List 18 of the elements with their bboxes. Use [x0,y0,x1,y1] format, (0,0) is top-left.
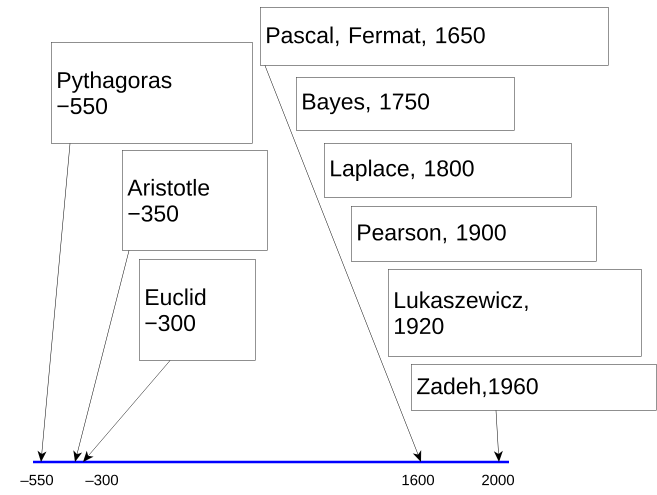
label-box: Laplace, 1800 [324,143,572,198]
arrow [83,360,170,462]
label-box: Euclid −300 [139,259,256,361]
label-box: Bayes, 1750 [296,77,515,131]
arrow [494,410,503,462]
arrow [264,65,422,462]
axis-label: 2000 [482,474,514,486]
label-box: Pascal, Fermat, 1650 [260,7,609,66]
label-box: Pearson, 1900 [351,206,597,262]
axis-label: –300 [85,474,118,486]
axis-label: 1600 [402,474,434,486]
label-box: Lukaszewicz, 1920 [388,269,642,357]
arrow [73,250,130,462]
label-box: Pythagoras −550 [51,42,253,144]
label-box: Zadeh,1960 [411,364,657,411]
axis-label: –550 [20,474,54,486]
label-box: Aristotle −350 [122,150,268,251]
arrow [38,143,70,462]
